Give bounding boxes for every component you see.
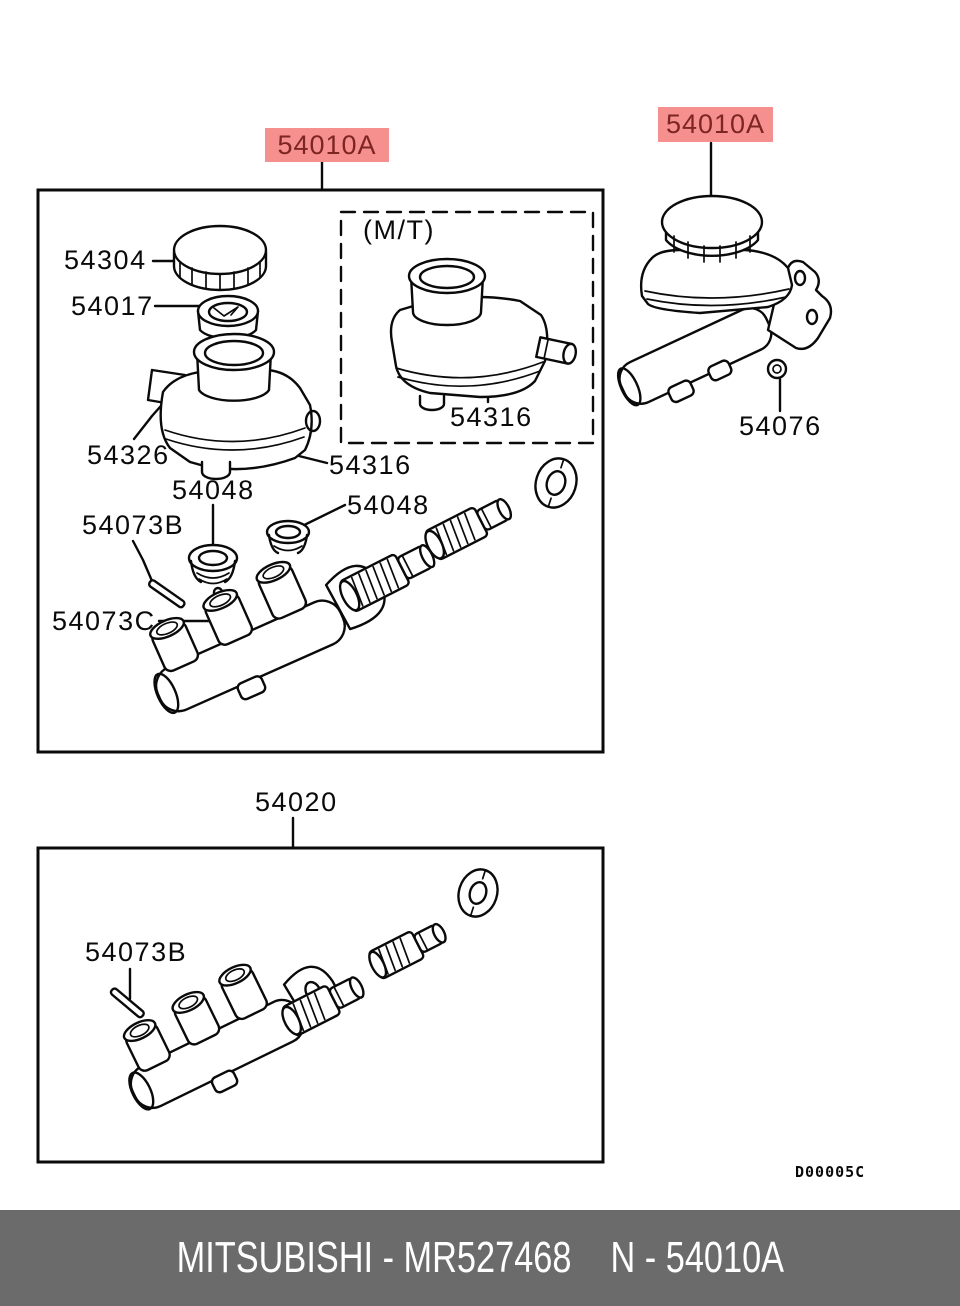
piston-drawing-2b — [368, 922, 447, 980]
assembled-master-cylinder-drawing — [616, 194, 833, 407]
part-callout-54326: 54326 — [87, 440, 170, 470]
part-callout-54316: 54316 — [329, 450, 412, 480]
pin-drawing-b1 — [147, 579, 186, 609]
reservoir-cap-drawing — [172, 224, 268, 292]
mt-dashed-box — [339, 210, 595, 445]
part-callout-54073B-b: 54073B — [85, 937, 188, 967]
cap-seal-drawing — [196, 294, 260, 340]
part-callout-54073B-a: 54073B — [82, 510, 185, 540]
part-callout-54010A-main[interactable]: 54010A — [265, 128, 389, 162]
mt-reservoir-drawing — [389, 257, 578, 412]
piston-drawing-1a — [338, 544, 436, 612]
part-callout-54017: 54017 — [71, 291, 154, 321]
footer-bar: MITSUBISHI - MR527468 N - 54010A — [0, 1210, 960, 1306]
grommet-drawing-2 — [265, 519, 311, 555]
snap-ring-drawing-2 — [457, 868, 499, 918]
footer-brand-partnumber: MITSUBISHI - MR527468 — [176, 1233, 572, 1282]
footer-text: MITSUBISHI - MR527468 N - 54010A — [176, 1236, 783, 1280]
diagram-code: D00005C — [795, 1163, 866, 1181]
mt-note: (M/T) — [363, 215, 435, 245]
part-callout-54010A-assembly[interactable]: 54010A — [658, 107, 773, 142]
main-frame-box — [36, 188, 605, 754]
pin-drawing-b2 — [109, 987, 145, 1019]
part-callout-54020: 54020 — [255, 787, 338, 817]
part-callout-54076: 54076 — [739, 411, 822, 441]
repair-kit-box — [36, 846, 605, 1164]
part-callout-54304: 54304 — [64, 245, 147, 275]
footer-reference: N - 54010A — [610, 1233, 784, 1282]
grommet-drawing-1 — [187, 543, 239, 585]
part-callout-54048-b: 54048 — [347, 490, 430, 520]
reservoir-drawing — [146, 332, 322, 481]
snap-ring-drawing-1 — [534, 457, 578, 509]
part-callout-54316-mt: 54316 — [450, 402, 533, 432]
piston-drawing-2a — [281, 976, 365, 1037]
cylinder-body-drawing-1 — [149, 560, 386, 715]
part-callout-54048-a: 54048 — [172, 475, 255, 505]
part-callout-54073C: 54073C — [52, 606, 156, 636]
piston-drawing-1b — [424, 497, 513, 561]
